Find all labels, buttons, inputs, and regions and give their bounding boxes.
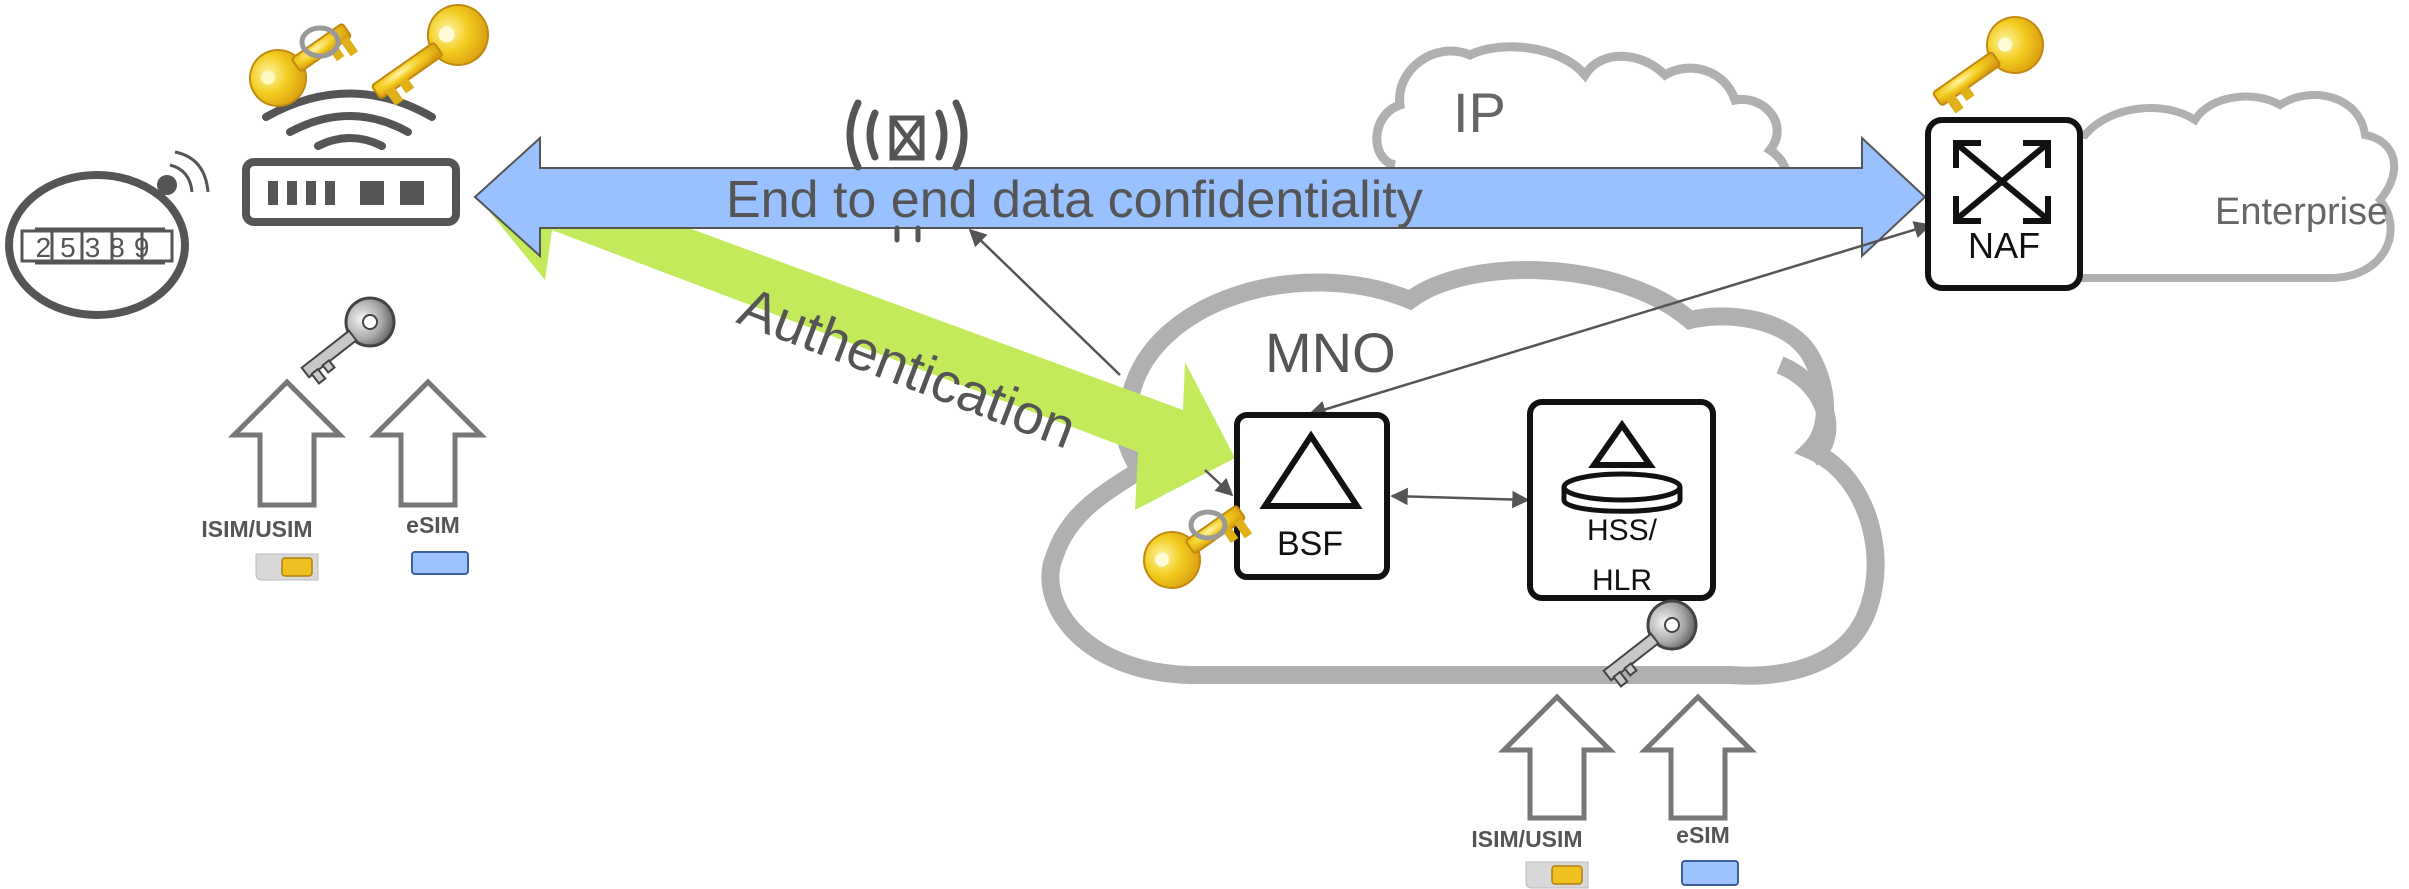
esim-icon bbox=[1681, 860, 1739, 886]
meter-reading: 25389 bbox=[36, 232, 159, 263]
golden-key-icon bbox=[371, 3, 489, 106]
antenna-icon bbox=[846, 99, 968, 243]
router-icon bbox=[242, 158, 460, 226]
confidentiality-label: End to end data confidentiality bbox=[726, 171, 1423, 229]
up-arrow-icon bbox=[368, 378, 488, 508]
bsf-label: BSF bbox=[1277, 525, 1343, 563]
smart-meter-icon: 25389 bbox=[5, 150, 210, 319]
mno-label: MNO bbox=[1265, 321, 1396, 384]
esim-icon bbox=[411, 551, 469, 575]
naf-node: NAF bbox=[1925, 117, 2083, 291]
golden-key-icon bbox=[1932, 16, 2044, 114]
naf-to-bsf-line bbox=[1308, 221, 1932, 418]
hss-hlr-node: HSS/ HLR bbox=[1527, 399, 1716, 601]
device-esim-label: eSIM bbox=[406, 512, 460, 538]
enterprise-label: Enterprise bbox=[2215, 191, 2388, 233]
up-arrow-icon bbox=[1497, 693, 1617, 821]
authentication-arrow bbox=[480, 188, 1235, 510]
sim-card-icon bbox=[255, 553, 319, 581]
auth-to-bsf-line bbox=[1204, 469, 1234, 497]
triangle-icon bbox=[1259, 430, 1363, 509]
key-ring bbox=[1188, 509, 1228, 541]
hss-label-line2: HLR bbox=[1592, 564, 1652, 597]
grey-key-icon bbox=[1602, 599, 1698, 688]
network-isim-label: ISIM/USIM bbox=[1471, 826, 1582, 852]
bsf-to-hss-line bbox=[1390, 487, 1530, 509]
naf-label: NAF bbox=[1968, 225, 2040, 266]
up-arrow-icon bbox=[227, 378, 347, 508]
device-isim-label: ISIM/USIM bbox=[201, 516, 312, 542]
database-icon bbox=[1561, 471, 1683, 514]
key-ring bbox=[299, 25, 341, 59]
bsf-node: BSF bbox=[1234, 412, 1390, 580]
connector-lines bbox=[968, 221, 1932, 509]
bsf-to-antenna-line bbox=[968, 228, 1121, 376]
triangle-icon bbox=[1588, 419, 1656, 468]
enterprise-cloud bbox=[2036, 91, 2399, 282]
sim-card-icon bbox=[1525, 861, 1589, 889]
wifi-icon bbox=[262, 89, 436, 150]
ip-cloud bbox=[1372, 42, 1792, 215]
hss-label-line1: HSS/ bbox=[1587, 514, 1658, 547]
ip-label: IP bbox=[1453, 81, 1506, 144]
up-arrow-icon bbox=[1638, 693, 1758, 821]
grey-key-icon bbox=[300, 296, 396, 385]
crossed-arrows-icon bbox=[1953, 140, 2051, 224]
network-esim-label: eSIM bbox=[1676, 822, 1730, 848]
golden-key-icon bbox=[1143, 505, 1253, 589]
